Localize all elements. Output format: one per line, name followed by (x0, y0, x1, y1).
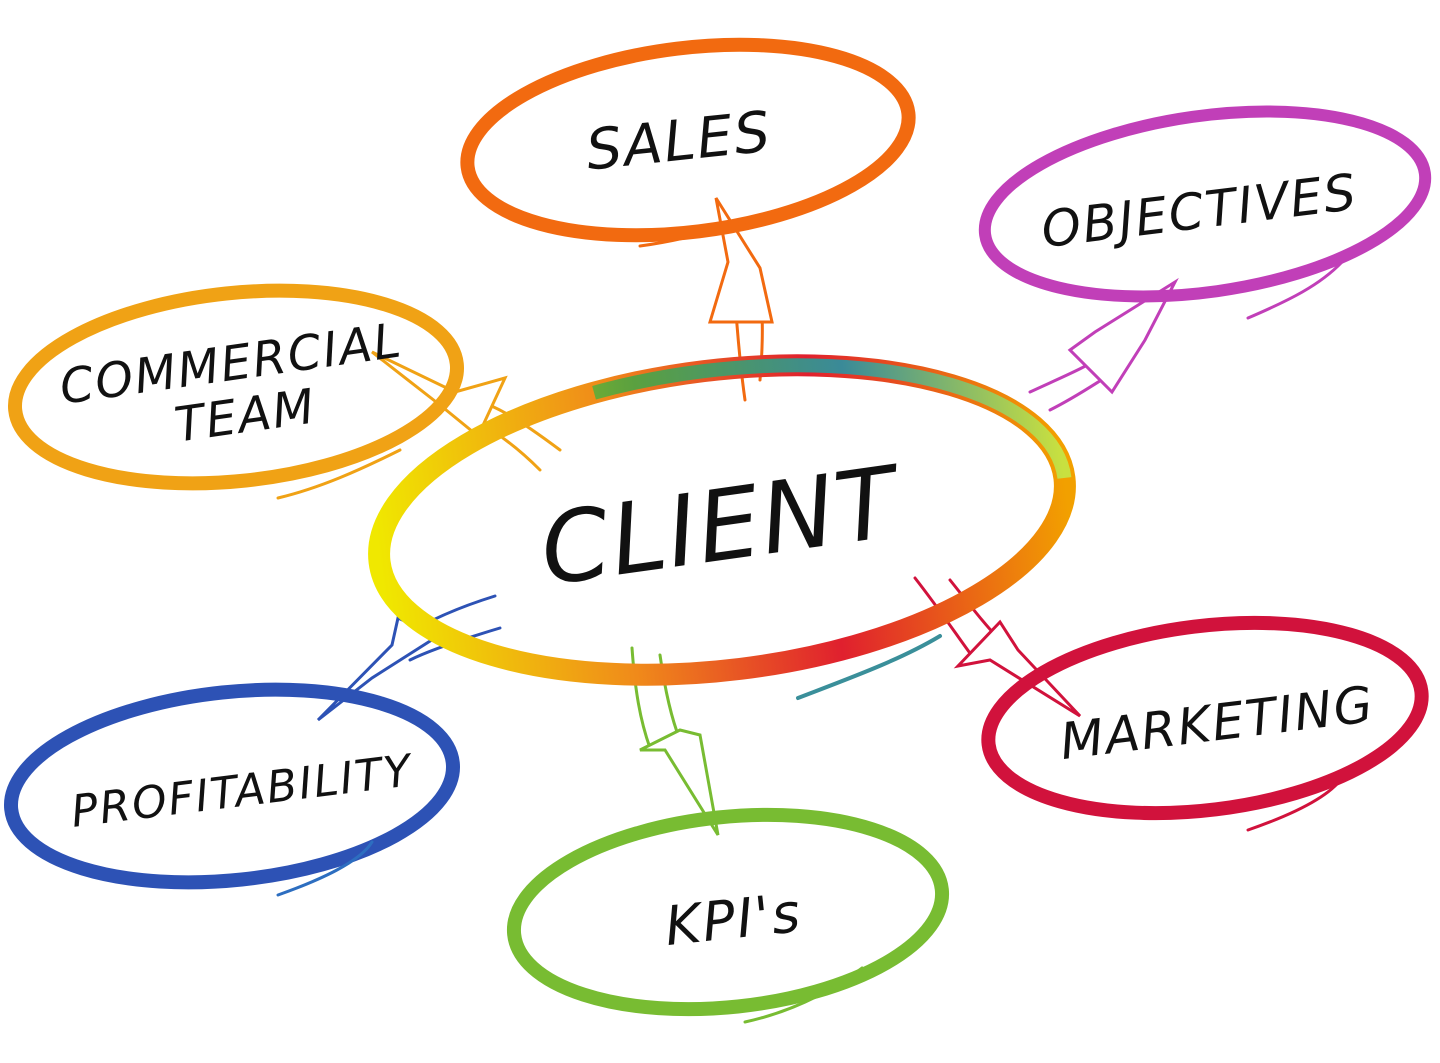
node-objectives: OBJECTIVES (978, 105, 1432, 320)
node-marketing: MARKETING (981, 615, 1429, 832)
node-label-sales: SALES (583, 100, 775, 184)
node-label-profitability: PROFITABILITY (68, 745, 416, 838)
node-label-client: CLIENT (534, 445, 910, 609)
node-sales: SALES (460, 37, 916, 248)
node-label-kpis: KPI's (662, 881, 805, 958)
node-kpis: KPI's (506, 807, 950, 1024)
node-label-marketing: MARKETING (1057, 675, 1378, 771)
node-label-objectives: OBJECTIVES (1038, 163, 1360, 259)
node-commercial-team: COMMERCIAL TEAM (7, 283, 465, 500)
arrow-to-objectives (1028, 277, 1179, 412)
node-profitability: PROFITABILITY (3, 682, 461, 897)
arrow-to-marketing (913, 576, 1082, 718)
